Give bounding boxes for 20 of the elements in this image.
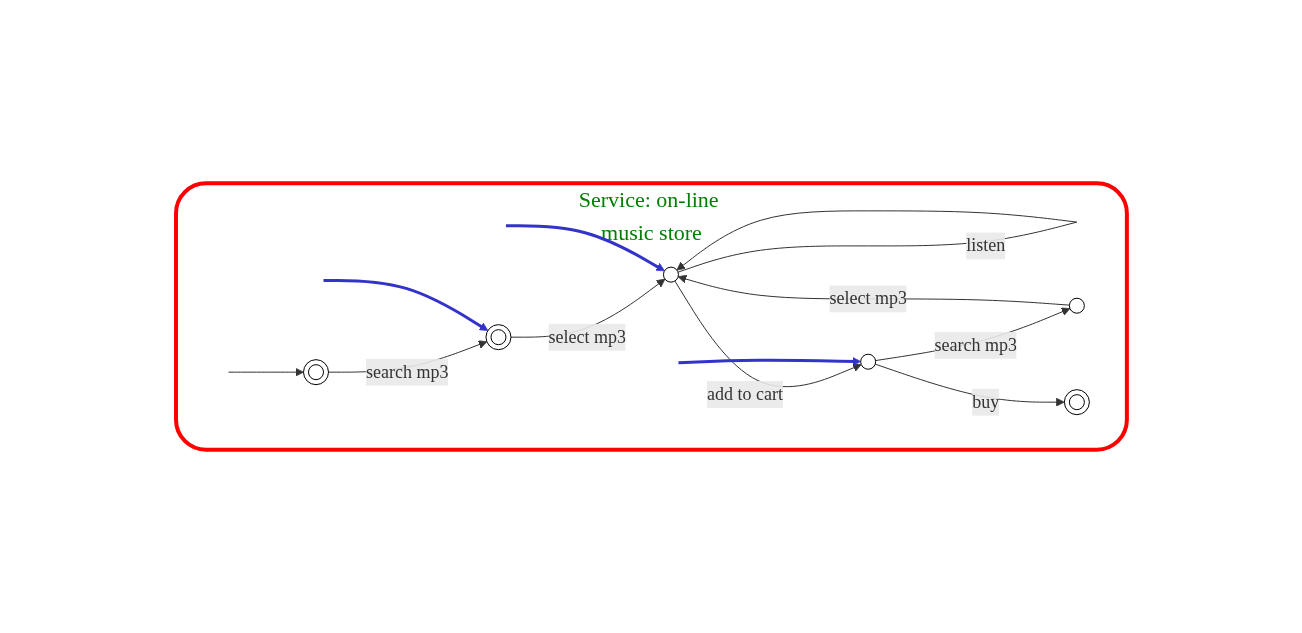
edge-label: buy [971,391,999,412]
arrow [676,210,1077,273]
edge-label: search mp3 [934,334,1017,355]
arrow [323,278,488,331]
arrow [677,357,861,366]
edge-label: select mp3 [828,288,907,309]
node-circle [485,324,512,351]
arrow [874,307,1070,362]
node-circle [1068,297,1085,314]
node-circle [1063,389,1090,416]
edge-label: add to cart [706,384,783,405]
arrow [227,367,304,377]
edge-label: select mp3 [548,326,626,347]
edge-label: search mp3 [365,361,449,382]
node-circle [662,266,679,283]
node-circle [859,353,876,370]
edge-label: listen [965,235,1005,256]
arrow [673,280,862,388]
arrow [505,224,665,272]
node-circle [302,359,329,386]
